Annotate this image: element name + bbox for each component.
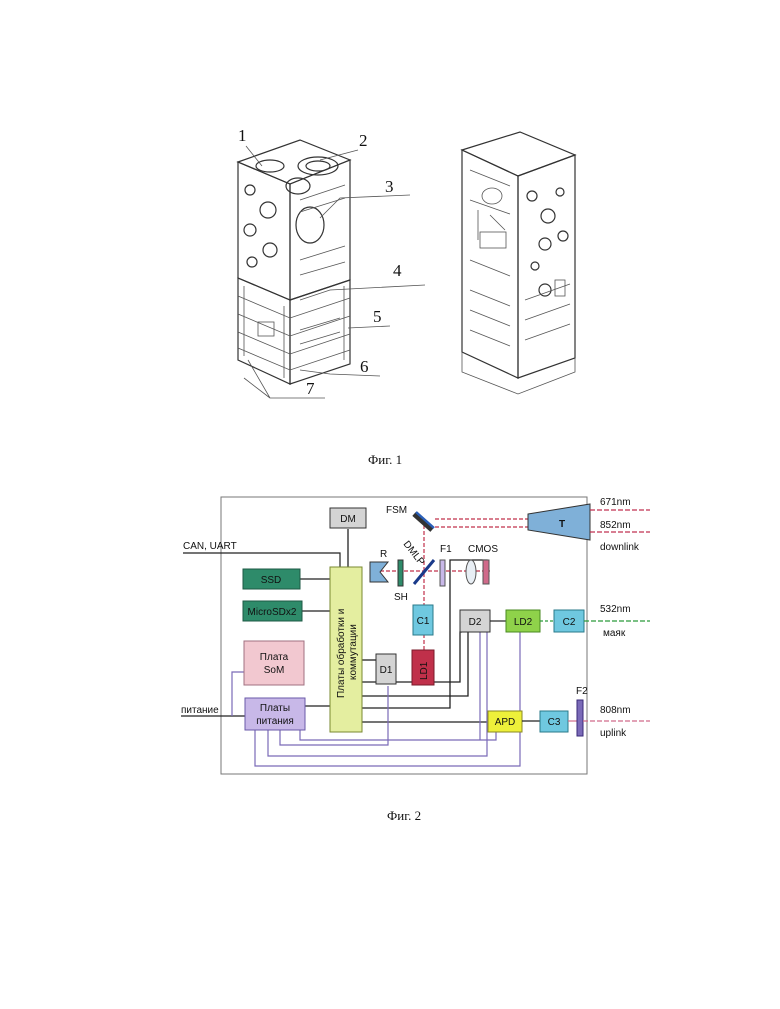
unit-cutaway-drawing	[462, 132, 575, 394]
sh-label: SH	[394, 592, 408, 603]
callout-4: 4	[393, 261, 402, 280]
apd-label: APD	[495, 717, 516, 728]
can-uart-label: CAN, UART	[183, 541, 237, 552]
som-label-line1: Плата	[260, 652, 289, 663]
ld2-label: LD2	[514, 617, 533, 628]
downlink-label: downlink	[600, 542, 640, 553]
ld1-label: LD1	[419, 661, 430, 680]
f2-label: F2	[576, 686, 588, 697]
cmos-sensor	[483, 560, 489, 584]
cmos-lens	[466, 560, 476, 584]
callout-5: 5	[373, 307, 382, 326]
c3-label: C3	[548, 717, 561, 728]
system-frame	[221, 497, 587, 774]
d2-label: D2	[469, 617, 482, 628]
telescope-label: T	[559, 519, 565, 530]
power-input-label: питание	[181, 705, 219, 716]
callout-2: 2	[359, 131, 368, 150]
power-label-line1: Платы	[260, 703, 290, 714]
callout-7: 7	[306, 379, 315, 398]
d1-label: D1	[380, 665, 393, 676]
dmlp-label: DMLP	[401, 539, 427, 568]
wavelength-808: 808nm	[600, 705, 631, 716]
uplink-label: uplink	[600, 728, 627, 739]
som-board-block	[244, 641, 304, 685]
f1-filter	[440, 560, 445, 586]
dm-label: DM	[340, 514, 356, 525]
r-label: R	[380, 549, 387, 560]
callout-3: 3	[385, 177, 394, 196]
power-label-line2: питания	[256, 716, 294, 727]
c1-label: C1	[417, 616, 430, 627]
f1-label: F1	[440, 544, 452, 555]
unit-assembled-drawing	[238, 140, 350, 384]
processing-label-line1: Платы обработки и	[335, 609, 347, 698]
sh-shutter	[398, 560, 403, 586]
fsm-label: FSM	[386, 505, 407, 516]
microsd-label: MicroSDx2	[248, 607, 297, 618]
c2-label: C2	[563, 617, 576, 628]
beacon-label: маяк	[603, 628, 626, 639]
retroreflector-r	[370, 562, 388, 582]
wavelength-852: 852nm	[600, 520, 631, 531]
callout-6: 6	[360, 357, 369, 376]
f2-filter	[577, 700, 583, 736]
callout-1: 1	[238, 126, 247, 145]
wavelength-671: 671nm	[600, 497, 631, 508]
figure-1: 1 2 3 4 5 6 7	[238, 126, 575, 467]
ssd-label: SSD	[261, 575, 282, 586]
processing-label-line2: коммутации	[348, 624, 359, 680]
som-label-line2: SoM	[264, 665, 285, 676]
figure-2: CAN, UART питание	[181, 497, 650, 823]
figure-2-caption: Фиг. 2	[387, 808, 421, 823]
figure-1-caption: Фиг. 1	[368, 452, 402, 467]
wavelength-532: 532nm	[600, 604, 631, 615]
cmos-label: CMOS	[468, 544, 498, 555]
